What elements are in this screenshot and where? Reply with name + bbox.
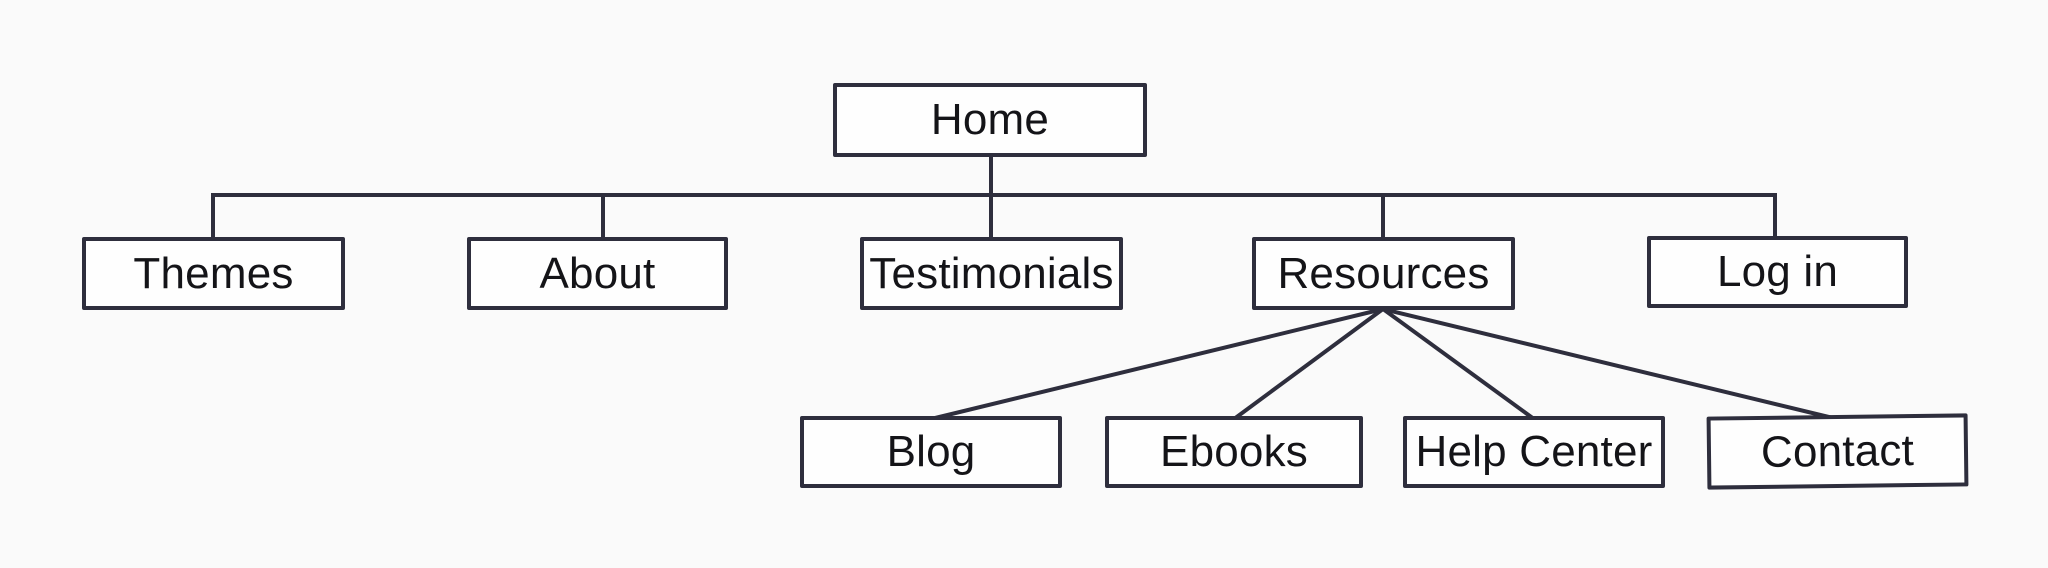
node-blog: Blog — [800, 416, 1062, 488]
node-login-label: Log in — [1716, 247, 1839, 296]
connector-resources-ebooks — [1232, 307, 1385, 421]
node-themes: Themes — [82, 237, 345, 310]
node-resources-label: Resources — [1277, 248, 1490, 298]
node-contact: Contact — [1706, 413, 1969, 490]
connector-resources-help-center — [1381, 307, 1536, 421]
node-ebooks: Ebooks — [1105, 416, 1363, 488]
node-contact-label: Contact — [1760, 425, 1915, 477]
node-home: Home — [833, 83, 1147, 157]
node-about-label: About — [539, 248, 656, 298]
node-about: About — [467, 237, 728, 310]
node-testimonials-label: Testimonials — [869, 248, 1114, 298]
connector-resources-contact — [1382, 307, 1834, 420]
node-ebooks-label: Ebooks — [1160, 427, 1308, 476]
node-login: Log in — [1647, 236, 1908, 308]
node-home-label: Home — [930, 95, 1050, 144]
node-help-center-label: Help Center — [1415, 427, 1653, 476]
node-testimonials: Testimonials — [860, 237, 1123, 310]
connector-resources-blog — [930, 307, 1384, 421]
node-help-center: Help Center — [1403, 416, 1665, 488]
node-resources: Resources — [1252, 237, 1515, 310]
node-themes-label: Themes — [133, 248, 294, 298]
node-blog-label: Blog — [886, 427, 976, 476]
